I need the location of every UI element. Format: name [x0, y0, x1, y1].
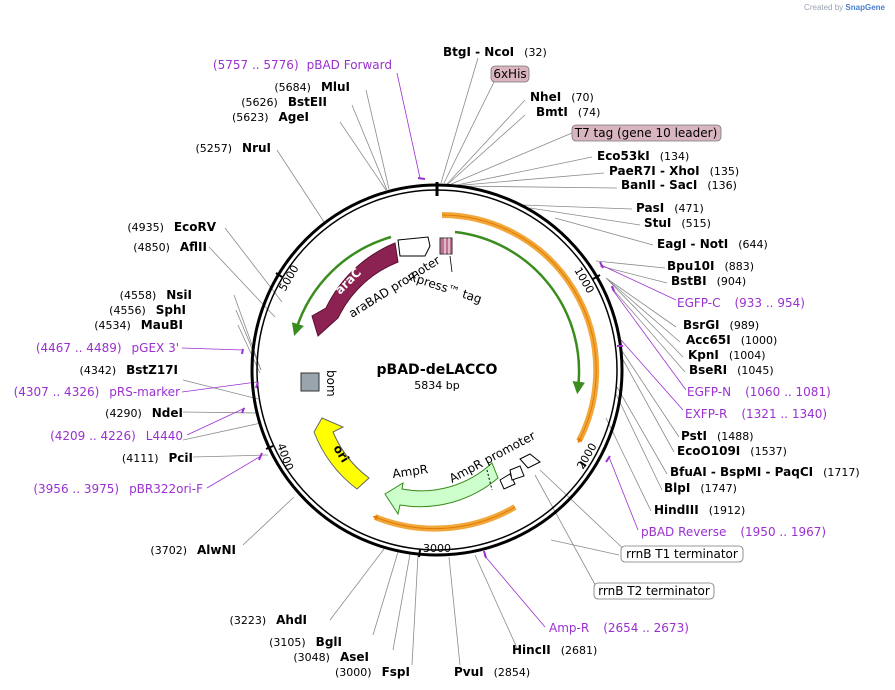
- site-MluI: (5684)MluI: [274, 80, 350, 94]
- feature-araC: araC: [311, 242, 399, 337]
- plasmid-size: 5834 bp: [414, 379, 459, 392]
- site-BanII-SacI: BanII - SacI(136): [621, 178, 737, 192]
- xpress-tag-label: Xpress™ tag: [407, 270, 484, 307]
- site-BstBI: BstBI(904): [671, 274, 746, 288]
- site-NsiI: (4558)NsiI: [120, 288, 192, 302]
- site-AlwNI: (3702)AlwNI: [150, 543, 236, 557]
- site-BtgI-NcoI: BtgI - NcoI(32): [443, 45, 547, 59]
- primer-Amp-R: Amp-R(2654 .. 2673): [549, 621, 689, 635]
- site-KpnI: KpnI(1004): [688, 348, 765, 362]
- site-BlpI: BlpI(1747): [664, 481, 737, 495]
- cds-arc-left: [291, 235, 392, 336]
- site-AgeI: (5623)AgeI: [232, 110, 309, 124]
- rrnB-T2-label: rrnB T2 terminator: [598, 584, 710, 598]
- site-BstZ17I: (4342)BstZ17I: [80, 363, 178, 377]
- primer-pBAD-Reverse: pBAD Reverse(1950 .. 1967): [641, 525, 826, 539]
- site-BfuAI-BspMI-PaqCI: BfuAI - BspMI - PaqCI(1717): [670, 465, 860, 479]
- box-rrnB-T1: rrnB T1 terminator: [620, 545, 744, 563]
- credit-label: Created by SnapGene: [804, 3, 885, 12]
- box-6xHis: 6xHis: [490, 65, 530, 83]
- site-NheI: NheI(70): [530, 90, 594, 104]
- bom-label: bom: [324, 370, 338, 397]
- site-AflII: (4850)AflII: [133, 240, 207, 254]
- site-Bpu10I: Bpu10I(883): [667, 259, 754, 273]
- box-t7: T7 tag (gene 10 leader): [571, 124, 722, 142]
- site-AseI: (3048)AseI: [293, 650, 369, 664]
- site-StuI: StuI(515): [644, 216, 711, 230]
- site-EcoRV: (4935)EcoRV: [127, 220, 216, 234]
- site-PvuI: PvuI(2854): [454, 665, 530, 679]
- site-BseRI: BseRI(1045): [689, 363, 774, 377]
- site-PciI: (4111)PciI: [122, 451, 193, 465]
- AmpR-label: AmpR: [391, 462, 428, 481]
- cds-arc-main: [454, 230, 585, 395]
- primer-pRS-marker: (4307 .. 4326)pRS-marker: [14, 385, 180, 399]
- backbone: [250, 182, 624, 557]
- primer-EGFP-N: EGFP-N(1060 .. 1081): [687, 385, 831, 399]
- primer-pBAD-Forward: (5757 .. 5776)pBAD Forward: [213, 58, 392, 72]
- site-EagI-NotI: EagI - NotI(644): [657, 237, 768, 251]
- site-SphI: (4556)SphI: [109, 303, 186, 317]
- orf-arc-main: [441, 212, 600, 444]
- site-HincII: HincII(2681): [512, 643, 597, 657]
- his-tag-label: 6xHis: [493, 67, 526, 81]
- site-Acc65I: Acc65I(1000): [686, 333, 777, 347]
- tick-label-3000: 3000: [423, 542, 451, 555]
- primer-pGEX-3: (4467 .. 4489)pGEX 3': [36, 341, 179, 355]
- tick-label-4000: 4000: [274, 442, 296, 473]
- primer-marks: [241, 177, 623, 559]
- site-MauBI: (4534)MauBI: [94, 318, 183, 332]
- site-AhdI: (3223)AhdI: [230, 613, 307, 627]
- snapgene-logo: SnapGene: [845, 3, 885, 12]
- site-PaeR7I-XhoI: PaeR7I - XhoI(135): [609, 164, 739, 178]
- site-HindIII: HindIII(1912): [654, 503, 745, 517]
- site-BglI: (3105)BglI: [269, 635, 342, 649]
- site-EcoO109I: EcoO109I(1537): [677, 444, 787, 458]
- tick-marks: [265, 272, 601, 558]
- tick-label-5000: 5000: [276, 263, 301, 294]
- site-BmtI: BmtI(74): [536, 105, 600, 119]
- primer-leader-lines: [181, 72, 687, 628]
- feature-ori: ori: [313, 417, 370, 490]
- rrnB-T1-label: rrnB T1 terminator: [626, 547, 738, 561]
- site-NruI: (5257)NruI: [195, 141, 271, 155]
- feature-AmpR: AmpR: [384, 462, 499, 516]
- primer-L4440: (4209 .. 4226)L4440: [50, 429, 183, 443]
- orf-arc-bottom: [372, 504, 517, 532]
- primer-EGFP-C: EGFP-C(933 .. 954): [677, 296, 805, 310]
- credit-prefix: Created by: [804, 3, 844, 12]
- site-NdeI: (4290)NdeI: [105, 406, 183, 420]
- site-PasI: PasI(471): [636, 201, 704, 215]
- site-BstEII: (5626)BstEII: [241, 95, 327, 109]
- plasmid-name: pBAD-deLACCO: [377, 362, 498, 378]
- primer-EXFP-R: EXFP-R(1321 .. 1340): [685, 407, 827, 421]
- site-PstI: PstI(1488): [681, 429, 754, 443]
- box-rrnB-T2: rrnB T2 terminator: [593, 582, 715, 600]
- site-FspI: (3000)FspI: [335, 665, 410, 679]
- primer-pBR322ori-F: (3956 .. 3975)pBR322ori-F: [33, 482, 203, 496]
- t7-tag-label: T7 tag (gene 10 leader): [574, 126, 718, 140]
- site-Eco53kI: Eco53kI(134): [597, 149, 689, 163]
- feature-bom: bom: [300, 370, 338, 397]
- site-BsrGI: BsrGI(989): [683, 318, 759, 332]
